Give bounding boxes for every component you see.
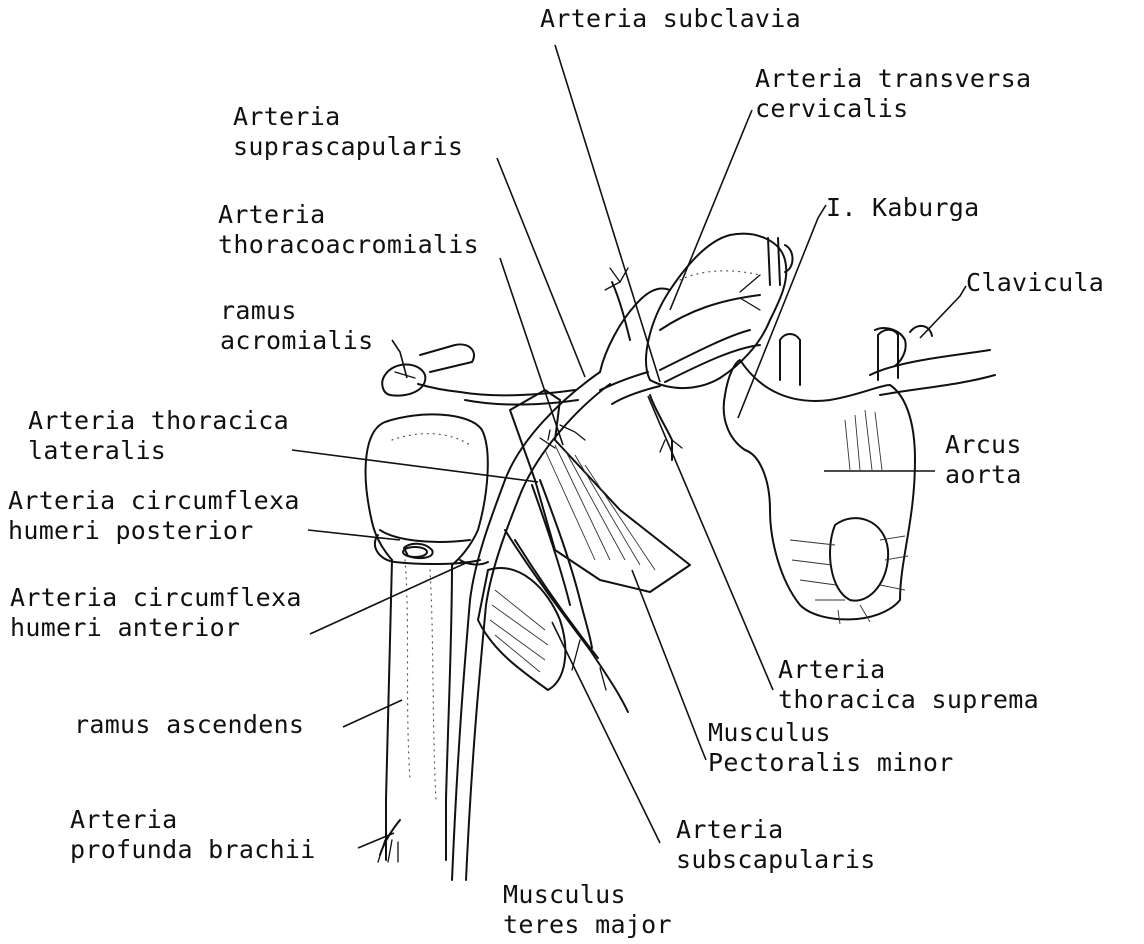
thoracoacromial-branch bbox=[382, 344, 578, 404]
axillary-brachial-artery bbox=[452, 330, 760, 880]
label-arteria-suprascapularis: Arteria suprascapularis bbox=[233, 102, 463, 162]
aortic-arch-drawing bbox=[724, 330, 915, 624]
label-ramus-acromialis: ramus acromialis bbox=[220, 296, 374, 356]
label-musculus-pectoralis-minor: Musculus Pectoralis minor bbox=[708, 718, 954, 778]
label-musculus-teres-major: Musculus teres major bbox=[503, 880, 672, 940]
label-i-kaburga: I. Kaburga bbox=[826, 193, 980, 223]
label-arteria-circumflexa-humeri-anterior: Arteria circumflexa humeri anterior bbox=[10, 583, 302, 643]
label-arteria-profunda-brachii: Arteria profunda brachii bbox=[70, 805, 316, 865]
label-arteria-subscapularis: Arteria subscapularis bbox=[676, 815, 876, 875]
label-arteria-transversa-cervicalis: Arteria transversa cervicalis bbox=[755, 64, 1031, 124]
teres-major-drawing bbox=[478, 568, 565, 690]
label-arteria-circumflexa-humeri-posterior: Arteria circumflexa humeri posterior bbox=[8, 486, 300, 546]
label-arcus-aorta: Arcus aorta bbox=[945, 430, 1022, 490]
label-clavicula: Clavicula bbox=[966, 268, 1104, 298]
label-arteria-thoracica-lateralis: Arteria thoracica lateralis bbox=[28, 406, 289, 466]
label-arteria-subclavia: Arteria subclavia bbox=[540, 4, 801, 34]
thoracica-suprema-branch bbox=[650, 395, 682, 460]
label-arteria-thoracica-suprema: Arteria thoracica suprema bbox=[778, 655, 1039, 715]
profunda-brachii-branch bbox=[378, 820, 400, 862]
label-arteria-thoracoacromialis: Arteria thoracoacromialis bbox=[218, 200, 479, 260]
label-ramus-ascendens: ramus ascendens bbox=[74, 710, 304, 740]
humerus-drawing bbox=[366, 414, 488, 860]
